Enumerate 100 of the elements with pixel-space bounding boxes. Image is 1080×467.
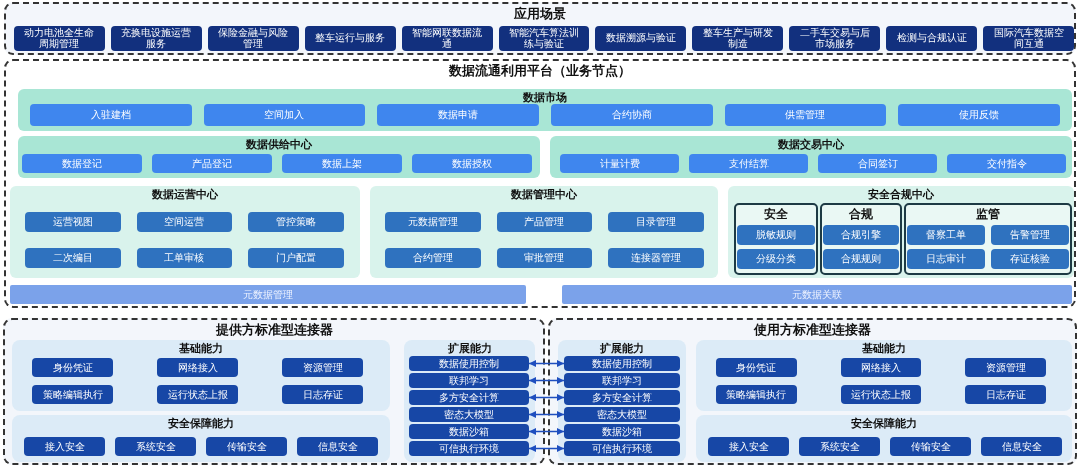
function-box: 存证核验	[991, 249, 1069, 269]
function-box: 多方安全计算	[564, 390, 680, 405]
function-box: 数据沙箱	[564, 424, 680, 439]
section-title: 扩展能力	[599, 341, 645, 356]
section-title: 安全保障能力	[167, 416, 235, 431]
dashed-region	[4, 59, 1076, 308]
function-box: 脱敏规则	[737, 225, 815, 245]
function-box: 分级分类	[737, 249, 815, 269]
section-panel	[728, 186, 1074, 278]
function-box: 合约协商	[551, 104, 713, 126]
dashed-region	[4, 2, 1076, 55]
double-arrow	[528, 360, 565, 367]
function-box: 数据申请	[377, 104, 539, 126]
function-box: 日志存证	[282, 385, 363, 404]
function-box: 信息安全	[981, 437, 1062, 456]
section-title: 数据供给中心	[245, 137, 313, 152]
section-panel	[404, 340, 535, 462]
function-box: 运营视图	[25, 212, 121, 232]
function-box: 充换电设施运营服务	[110, 26, 202, 51]
function-box: 身份凭证	[32, 358, 113, 377]
function-box: 动力电池全生命周期管理	[14, 26, 105, 51]
function-box: 系统安全	[799, 437, 880, 456]
function-box: 审批管理	[496, 248, 593, 268]
layer-bar: 元数据关联	[562, 285, 1072, 304]
section-panel	[558, 340, 686, 462]
section-title: 提供方标准型连接器	[214, 321, 334, 339]
function-box: 数据溯源与验证	[595, 26, 687, 51]
double-arrow	[528, 428, 565, 435]
function-box: 身份凭证	[716, 358, 797, 377]
function-box: 资源管理	[965, 358, 1046, 377]
function-box: 密态大模型	[564, 407, 680, 422]
function-box: 网络接入	[157, 358, 238, 377]
function-box: 告警管理	[991, 225, 1069, 245]
function-box: 管控策略	[248, 212, 344, 232]
double-arrow	[528, 411, 565, 418]
function-box: 联邦学习	[409, 373, 529, 388]
function-box: 交付指令	[947, 154, 1066, 173]
function-box: 多方安全计算	[409, 390, 529, 405]
function-box: 网络接入	[840, 358, 922, 377]
function-box: 合同签订	[818, 154, 937, 173]
section-title: 应用场景	[513, 5, 567, 23]
function-box: 密态大模型	[409, 407, 529, 422]
section-title: 数据运营中心	[151, 187, 219, 202]
function-box: 产品管理	[496, 212, 593, 232]
section-title: 数据市场	[522, 90, 568, 105]
function-box: 智能汽车算法训练与验证	[498, 26, 590, 51]
section-panel	[12, 415, 390, 462]
section-panel	[10, 186, 360, 278]
section-title: 监管	[975, 206, 1001, 223]
function-box: 督察工单	[907, 225, 985, 245]
section-panel	[18, 89, 1072, 131]
function-box: 策略编辑执行	[32, 385, 113, 404]
section-title: 数据管理中心	[510, 187, 578, 202]
section-panel	[696, 340, 1072, 411]
dashed-region	[548, 318, 1077, 465]
section-panel	[696, 415, 1072, 462]
function-box: 整车生产与研发制造	[692, 26, 784, 51]
section-title: 数据交易中心	[777, 137, 845, 152]
function-box: 传输安全	[890, 437, 971, 456]
function-box: 合约管理	[385, 248, 481, 268]
section-title: 扩展能力	[446, 341, 493, 356]
function-box: 国际汽车数据空间互通	[983, 26, 1074, 51]
function-box: 日志存证	[965, 385, 1046, 404]
function-box: 检测与合规认证	[886, 26, 978, 51]
section-panel	[12, 340, 390, 411]
group-panel	[820, 203, 902, 275]
group-panel	[734, 203, 818, 275]
layer-bar: 元数据管理	[10, 285, 526, 304]
function-box: 智能网联数据流通	[401, 26, 493, 51]
double-arrow	[528, 377, 565, 384]
section-title: 数据流通利用平台（业务节点）	[448, 62, 632, 80]
function-box: 合规规则	[823, 249, 899, 269]
function-box: 产品登记	[152, 154, 272, 173]
section-panel	[550, 136, 1072, 178]
function-box: 工单审核	[136, 248, 233, 268]
function-box: 二次编目	[25, 248, 121, 268]
section-title: 基础能力	[178, 341, 224, 356]
function-box: 空间运营	[136, 212, 233, 232]
function-box: 接入安全	[708, 437, 789, 456]
function-box: 策略编辑执行	[716, 385, 797, 404]
section-panel	[18, 136, 540, 178]
function-box: 合规引擎	[823, 225, 899, 245]
section-title: 基础能力	[861, 341, 907, 356]
function-box: 元数据管理	[385, 212, 481, 232]
function-box: 空间加入	[203, 104, 366, 126]
dashed-region	[3, 318, 545, 465]
function-box: 保险金融与风险管理	[207, 26, 299, 51]
function-box: 可信执行环境	[564, 441, 680, 456]
function-box: 目录管理	[608, 212, 704, 232]
group-panel	[904, 203, 1072, 275]
function-box: 数据沙箱	[409, 424, 529, 439]
function-box: 运行状态上报	[157, 385, 238, 404]
function-box: 数据登记	[22, 154, 142, 173]
function-box: 系统安全	[115, 437, 196, 456]
function-box: 整车运行与服务	[304, 26, 396, 51]
function-box: 供需管理	[724, 104, 887, 126]
function-box: 数据使用控制	[409, 356, 529, 371]
section-title: 合规	[848, 206, 874, 223]
function-box: 联邦学习	[564, 373, 680, 388]
double-arrow	[528, 445, 565, 452]
